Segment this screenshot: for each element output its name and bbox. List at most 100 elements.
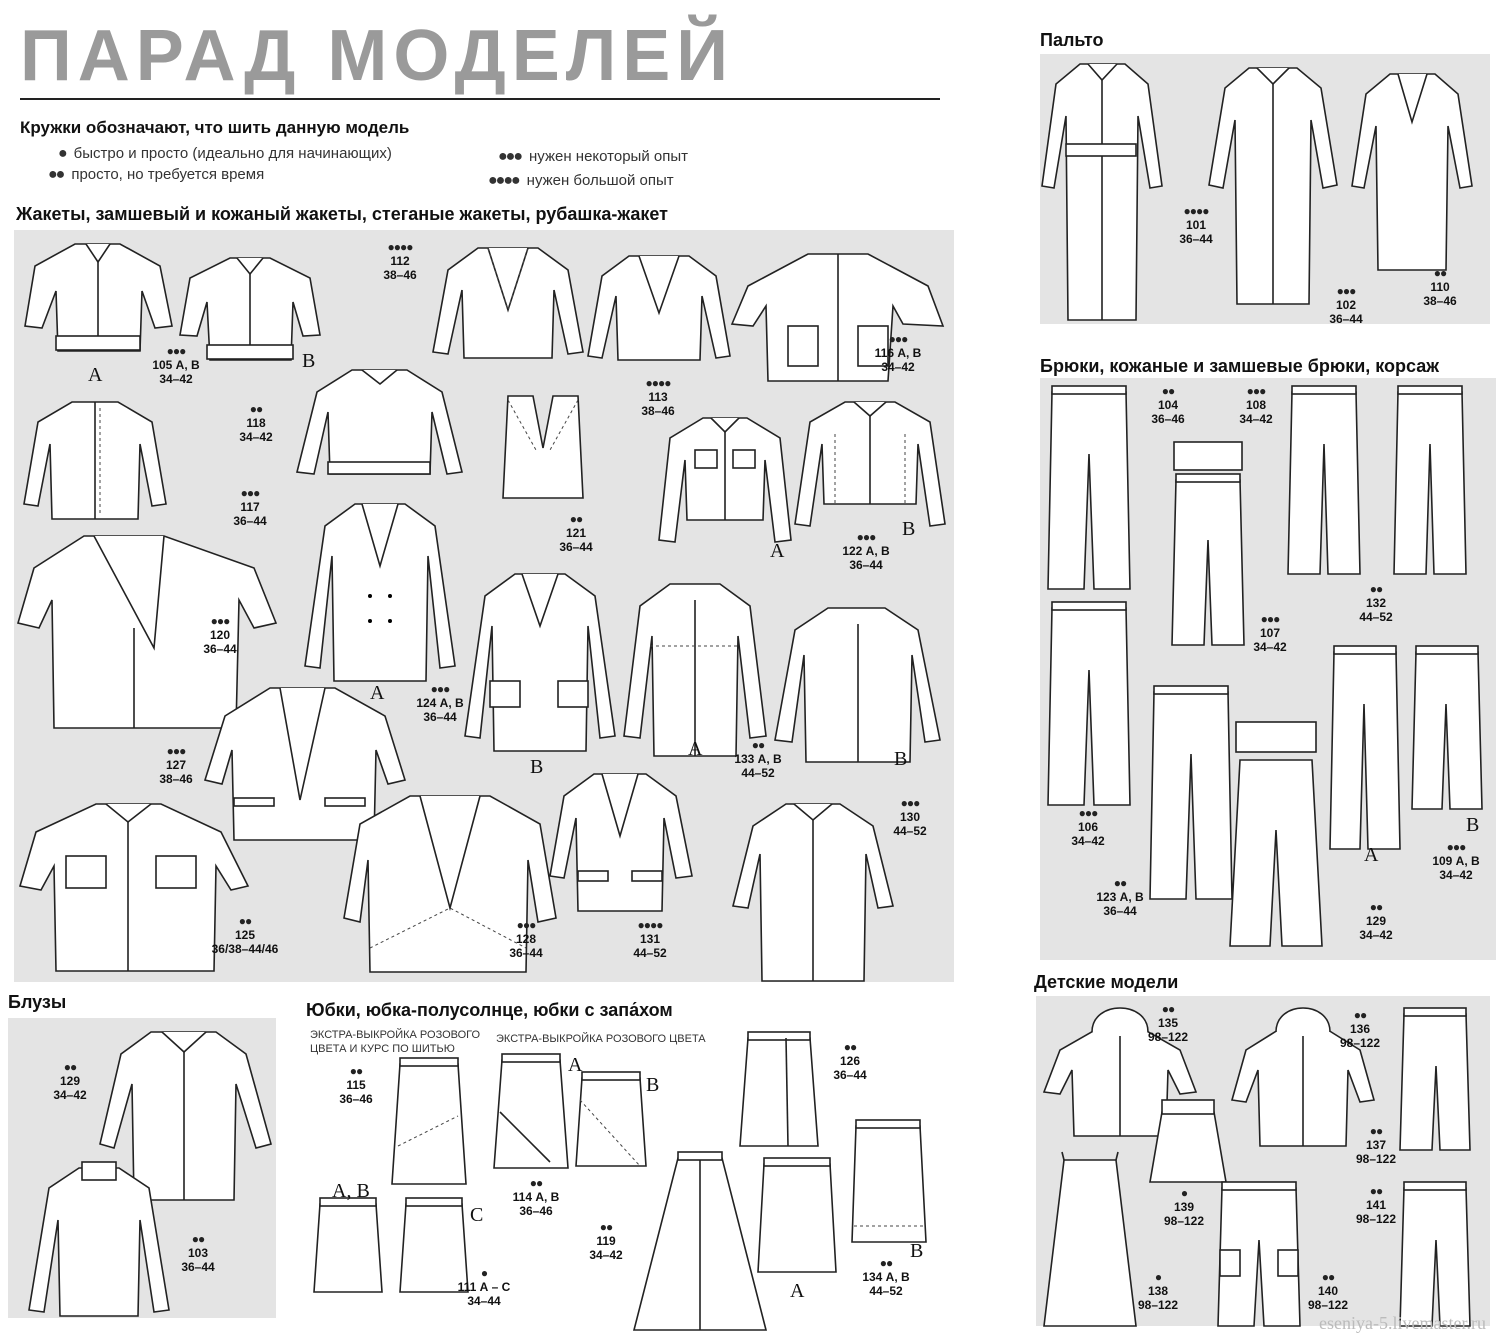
trousers-104-drawing <box>1047 385 1131 590</box>
section-heading-skirts: Юбки, юбка-полусолнце, юбки с запа́хом <box>306 1000 673 1020</box>
model-number: 129 <box>1365 914 1387 928</box>
blouse-129-drawing <box>99 1031 272 1201</box>
model-number: 129 <box>59 1074 81 1088</box>
difficulty-dots: ●●● <box>1260 612 1281 626</box>
model-number: 135 <box>1157 1016 1179 1030</box>
difficulty-dots: ●● <box>238 914 253 928</box>
page-title: ПАРАД МОДЕЛЕЙ <box>20 16 735 96</box>
skirt-114b-drawing <box>575 1071 647 1167</box>
model-number: 127 <box>165 758 187 772</box>
extra-pattern-note-b: ЭКСТРА-ВЫКРОЙКА РОЗОВОГО ЦВЕТА <box>496 1033 706 1045</box>
difficulty-dots: ●● <box>1321 1270 1336 1284</box>
jacket-117-drawing <box>296 369 463 475</box>
variant-letter-b: B <box>1466 814 1480 836</box>
difficulty-dots: ●●● <box>166 344 187 358</box>
watermark: eseniya-5.livemaster.ru <box>1319 1313 1486 1333</box>
size-range: 34–42 <box>1439 868 1473 882</box>
variant-letter-a: A <box>88 364 103 386</box>
difficulty-dots: ●●● <box>888 332 909 346</box>
size-range: 36–44 <box>1329 312 1363 326</box>
difficulty-dots: ●● <box>1433 266 1448 280</box>
difficulty-dots: ● <box>1154 1270 1162 1284</box>
model-number: 122 А, В <box>842 544 890 558</box>
difficulty-dots: ●● <box>1369 1124 1384 1138</box>
model-number: 117 <box>240 500 260 514</box>
legend-text: быстро и просто (идеально для начинающих… <box>73 145 392 162</box>
size-range: 36–44 <box>203 642 237 656</box>
difficulty-dots: ● <box>480 1266 488 1280</box>
trousers-106-drawing <box>1047 601 1131 806</box>
blouse-103-drawing <box>28 1161 170 1317</box>
size-range: 36–44 <box>559 540 593 554</box>
jacket-112-drawing <box>432 247 584 359</box>
coat-124a-drawing <box>304 503 456 682</box>
extra-pattern-note-a: ЭКСТРА-ВЫКРОЙКА РОЗОВОГО ЦВЕТА И КУРС ПО… <box>310 1029 481 1055</box>
size-range: 38–46 <box>383 268 417 282</box>
model-number: 101 <box>1185 218 1207 232</box>
size-range: 98–122 <box>1307 1298 1349 1312</box>
variant-letter-b: B <box>902 518 916 540</box>
skirt-134b-drawing <box>851 1119 927 1243</box>
difficulty-dots: ●●●● <box>1183 204 1210 218</box>
legend-item-1: ●быстро и просто (идеально для начинающи… <box>58 145 392 163</box>
difficulty-dots: ●● <box>1161 384 1176 398</box>
difficulty-dots: ●● <box>599 1220 614 1234</box>
difficulty-dots: ●● <box>569 512 584 526</box>
model-number: 111 А – С <box>457 1280 511 1294</box>
section-heading-coats: Пальто <box>1040 30 1104 50</box>
model-number: 134 А, В <box>862 1270 910 1284</box>
model-number: 112 <box>390 254 410 268</box>
size-range: 34–42 <box>239 430 273 444</box>
variant-letter-ab: A, B <box>332 1180 370 1202</box>
difficulty-dots: ●●● <box>516 918 537 932</box>
trousers-132a-drawing <box>1287 385 1361 575</box>
model-number: 119 <box>596 1234 616 1248</box>
skirt-134a-drawing <box>757 1157 837 1273</box>
section-heading-blouses: Блузы <box>8 992 67 1012</box>
difficulty-dots: ●● <box>879 1256 894 1270</box>
legend-text: просто, но требуется время <box>71 166 265 183</box>
jacket-131-drawing <box>549 773 693 912</box>
jacket-122a-drawing <box>658 417 792 543</box>
dress-138-drawing <box>1043 1151 1137 1327</box>
trousers-140-drawing <box>1217 1181 1301 1327</box>
variant-letter-b: B <box>302 350 316 372</box>
model-number: 118 <box>246 416 266 430</box>
jacket-133a-drawing <box>623 583 767 757</box>
legend-heading: Кружки обозначают, что шить данную модел… <box>20 118 410 137</box>
variant-letter-a: A <box>568 1054 583 1076</box>
jacket-127-drawing <box>203 687 407 841</box>
jacket-113-drawing <box>587 255 731 361</box>
size-range: 38–46 <box>641 404 675 418</box>
difficulty-dots: ●●● <box>240 486 261 500</box>
model-number: 123 А, В <box>1096 890 1144 904</box>
size-range: 34–42 <box>1253 640 1287 654</box>
size-range: 36–44 <box>233 514 267 528</box>
difficulty-dots: ●●● <box>1246 384 1267 398</box>
size-range: 38–46 <box>1423 294 1457 308</box>
size-range: 44–52 <box>1359 610 1393 624</box>
model-number: 128 <box>515 932 537 946</box>
trousers-129-drawing <box>1229 721 1323 947</box>
skirt-111a-drawing <box>313 1197 383 1293</box>
model-number: 114 А, В <box>512 1190 560 1204</box>
coat-110-drawing <box>1351 73 1473 271</box>
variant-letter-b: B <box>646 1074 660 1096</box>
coat-101-drawing <box>1041 63 1163 321</box>
difficulty-dots: ●● <box>249 402 264 416</box>
